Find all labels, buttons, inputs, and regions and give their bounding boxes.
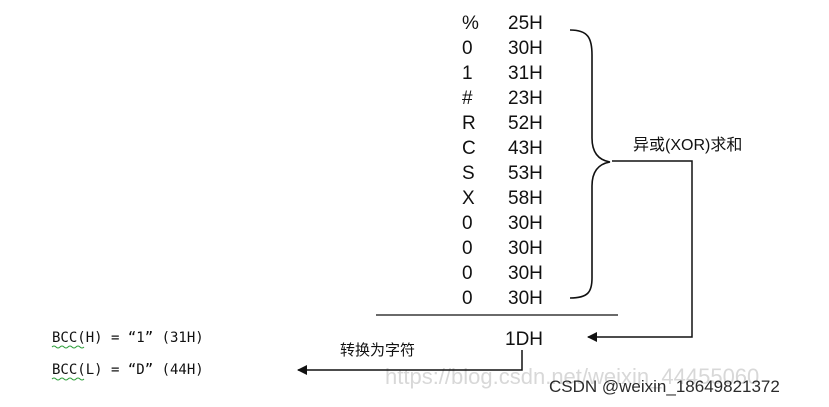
xor-sum-label: 异或(XOR)求和 — [633, 137, 743, 154]
row-hex: 23H — [508, 88, 543, 109]
row-char: C — [462, 138, 476, 159]
row-hex: 53H — [508, 163, 543, 184]
row-char: X — [462, 188, 475, 209]
spellcheck-underline — [51, 377, 85, 381]
row-hex: 30H — [508, 213, 543, 234]
row-hex: 30H — [508, 263, 543, 284]
row-char: 0 — [462, 288, 473, 309]
spellcheck-underline — [51, 345, 85, 349]
row-char: 0 — [462, 213, 473, 234]
xor-result: 1DH — [505, 329, 544, 350]
row-hex: 30H — [508, 238, 543, 259]
row-char: % — [462, 13, 479, 34]
csdn-credit-watermark: CSDN @weixin_18649821372 — [549, 377, 780, 396]
row-hex: 43H — [508, 138, 543, 159]
row-char: R — [462, 113, 476, 134]
convert-to-char-label: 转换为字符 — [340, 342, 416, 359]
row-hex: 52H — [508, 113, 543, 134]
row-hex: 25H — [508, 13, 543, 34]
row-char: 0 — [462, 38, 473, 59]
row-hex: 31H — [508, 63, 543, 84]
bcc-low-line: BCC(L) = “D” (44H) — [52, 362, 204, 378]
row-hex: 58H — [508, 188, 543, 209]
result-to-bcc-connector — [297, 350, 523, 375]
row-char: 0 — [462, 238, 473, 259]
row-hex: 30H — [508, 288, 543, 309]
row-char: 1 — [462, 63, 473, 84]
row-char: 0 — [462, 263, 473, 284]
bcc-high-line: BCC(H) = “1” (31H) — [52, 330, 204, 346]
row-char: # — [462, 88, 473, 109]
curly-brace — [569, 29, 611, 299]
row-char: S — [462, 163, 475, 184]
row-hex: 30H — [508, 38, 543, 59]
blog-url-watermark: https://blog.csdn.net/weixin_44455060 — [385, 364, 760, 389]
xor-to-result-connector — [587, 160, 693, 342]
